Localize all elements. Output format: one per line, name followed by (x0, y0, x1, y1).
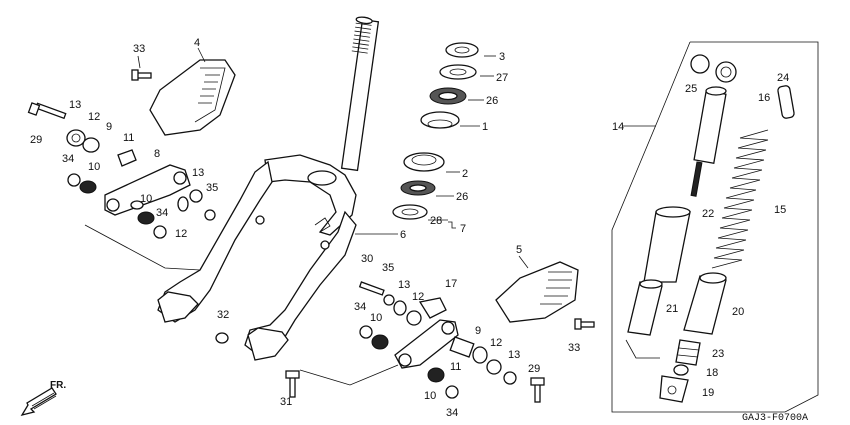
callout-11-left: 11 (123, 132, 134, 144)
callout-12-left: 12 (88, 111, 100, 123)
callout-30: 30 (361, 253, 373, 265)
callout-13-left-lower: 13 (192, 167, 204, 179)
callout-12-left-lower: 12 (175, 228, 187, 240)
callout-12-right-upper: 12 (412, 291, 424, 303)
callout-29-right: 29 (528, 363, 540, 375)
shock-absorber-group-outline (611, 41, 819, 413)
callout-17: 17 (445, 278, 457, 290)
callout-13-left: 13 (69, 99, 81, 111)
fork-cover-upper (149, 59, 236, 136)
shock-absorber-parts (625, 54, 795, 403)
callout-10-left-upper: 10 (88, 161, 100, 173)
callout-9-right: 9 (475, 325, 481, 337)
callout-12-right-lower: 12 (490, 337, 502, 349)
callout-5: 5 (516, 244, 522, 256)
callout-35-right: 35 (382, 262, 394, 274)
callout-24: 24 (777, 72, 789, 84)
callout-32: 32 (217, 309, 229, 321)
callout-10-right-upper: 10 (370, 312, 382, 324)
callout-7: 7 (460, 223, 466, 235)
callout-33-right: 33 (568, 342, 580, 354)
leader-lines (137, 47, 529, 269)
callout-labels: 3 27 26 1 2 26 28 7 6 4 33 5 13 12 9 11 … (30, 37, 789, 419)
callout-26-lower: 26 (456, 191, 468, 203)
diagram-code: GAJ3-F0700A (742, 413, 808, 424)
callout-21: 21 (666, 303, 678, 315)
callout-15: 15 (774, 204, 786, 216)
callout-31: 31 (280, 396, 292, 408)
steering-bearing-stack (392, 42, 479, 220)
callout-34-right-upper: 34 (354, 301, 366, 313)
callout-23: 23 (712, 348, 724, 360)
callout-34-right-lower: 34 (446, 407, 458, 419)
callout-8: 8 (154, 148, 160, 160)
callout-13-right-upper: 13 (398, 279, 410, 291)
callout-16: 16 (758, 92, 770, 104)
fork-cover-lower (495, 261, 579, 323)
callout-35-left: 35 (206, 182, 218, 194)
right-link-assembly (215, 281, 595, 403)
callout-11-right: 11 (450, 361, 461, 373)
callout-34-left-lower: 34 (156, 207, 168, 219)
callout-3: 3 (499, 51, 505, 63)
callout-1: 1 (482, 121, 488, 133)
left-link-assembly (27, 69, 216, 271)
front-direction-label: FR. (50, 380, 66, 391)
callout-20: 20 (732, 306, 744, 318)
callout-25: 25 (685, 83, 697, 95)
callout-28: 28 (430, 215, 442, 227)
front-fork-steering-stem (157, 16, 380, 361)
callout-2: 2 (462, 168, 468, 180)
callout-13-right-lower: 13 (508, 349, 520, 361)
callout-14: 14 (612, 121, 624, 133)
callout-9-left: 9 (106, 121, 112, 133)
callout-10-right-lower: 10 (424, 390, 436, 402)
callout-29-left: 29 (30, 134, 42, 146)
callout-34-left-upper: 34 (62, 153, 74, 165)
callout-18: 18 (706, 367, 718, 379)
callout-22: 22 (702, 208, 714, 220)
callout-27: 27 (496, 72, 508, 84)
callout-19: 19 (702, 387, 714, 399)
callout-4: 4 (194, 37, 200, 49)
callout-6: 6 (400, 229, 406, 241)
callout-33-left: 33 (133, 43, 145, 55)
callout-26-upper: 26 (486, 95, 498, 107)
front-direction-arrow-icon (20, 387, 57, 417)
callout-10-left-lower: 10 (140, 193, 152, 205)
